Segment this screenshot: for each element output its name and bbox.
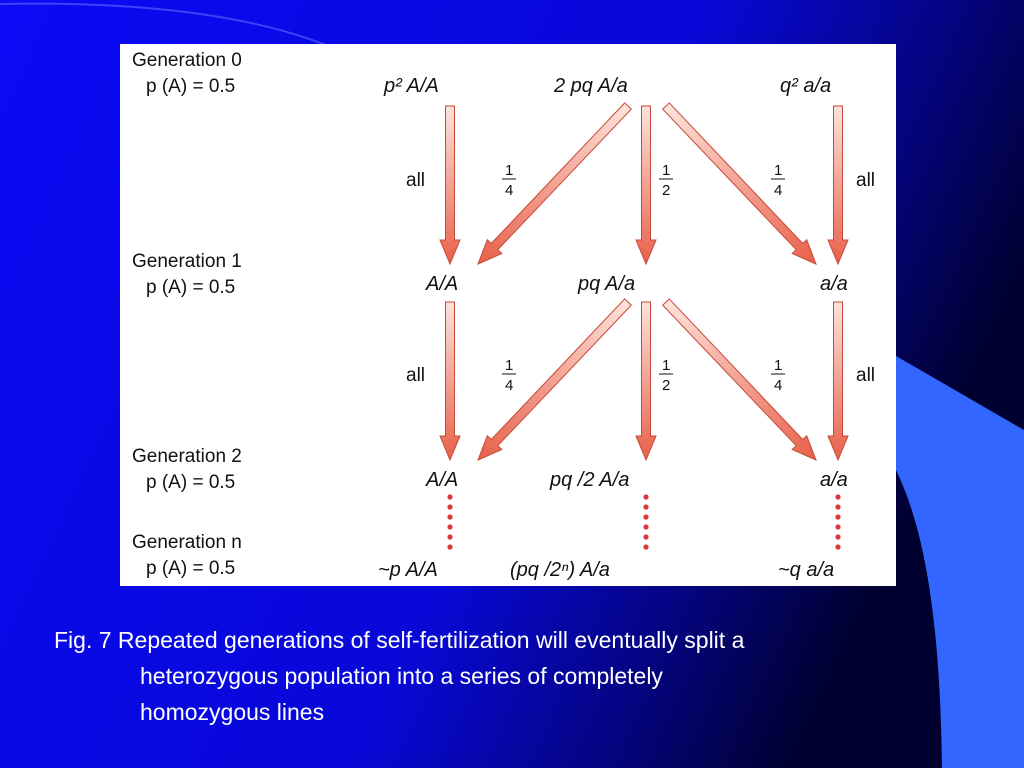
row0-mid-genotype: 2 pq A/a xyxy=(553,75,628,97)
half-den-2: 2 xyxy=(662,377,670,394)
generation-1-p: p (A) = 0.5 xyxy=(146,277,235,298)
row2-mid-genotype: pq /2 A/a xyxy=(549,469,629,491)
generation-2-title: Generation 2 xyxy=(132,446,242,467)
caption-line-3: homozygous lines xyxy=(140,699,325,725)
continuation-dot xyxy=(447,504,453,510)
arrow-left-all-2 xyxy=(439,301,461,462)
all-label-right-2: all xyxy=(856,365,875,386)
continuation-dots xyxy=(447,494,841,550)
quarter-den-right-2: 4 xyxy=(774,377,782,394)
row0-left-genotype: p² A/A xyxy=(383,75,439,97)
self-fertilization-diagram: Generation 0 p (A) = 0.5 Generation 1 p … xyxy=(132,50,875,581)
continuation-dot xyxy=(447,494,453,500)
arrow-mid-to-right-2 xyxy=(661,298,817,461)
continuation-dot xyxy=(643,534,649,540)
continuation-dot xyxy=(643,524,649,530)
continuation-dot xyxy=(447,534,453,540)
quarter-num-left-1: 1 xyxy=(505,162,513,179)
quarter-den-left-2: 4 xyxy=(505,377,513,394)
continuation-dot xyxy=(643,504,649,510)
continuation-dot xyxy=(447,544,453,550)
arrow-right-all-2 xyxy=(827,301,849,462)
row0-right-genotype: q² a/a xyxy=(780,75,831,97)
figure-caption: Fig. 7 Repeated generations of self-fert… xyxy=(54,622,974,730)
continuation-dot xyxy=(835,534,841,540)
route-labels-block-1: all 1 4 1 2 1 4 all xyxy=(406,162,875,199)
continuation-dot xyxy=(643,494,649,500)
quarter-den-right-1: 4 xyxy=(774,182,782,199)
half-num-1: 1 xyxy=(662,162,670,179)
generation-2-p: p (A) = 0.5 xyxy=(146,472,235,493)
continuation-dot xyxy=(835,504,841,510)
generation-n-p: p (A) = 0.5 xyxy=(146,558,235,579)
caption-line-1: Fig. 7 Repeated generations of self-fert… xyxy=(54,627,745,653)
quarter-num-right-2: 1 xyxy=(774,357,782,374)
row1-mid-genotype: pq A/a xyxy=(577,273,635,295)
arrow-mid-to-left-1 xyxy=(477,102,633,265)
row2-right-genotype: a/a xyxy=(820,469,848,491)
inheritance-arrows xyxy=(439,102,849,462)
all-label-left-1: all xyxy=(406,170,425,191)
half-num-2: 1 xyxy=(662,357,670,374)
generation-n-title: Generation n xyxy=(132,532,242,553)
quarter-den-left-1: 4 xyxy=(505,182,513,199)
quarter-num-right-1: 1 xyxy=(774,162,782,179)
arrow-left-all-1 xyxy=(439,105,461,266)
continuation-dot xyxy=(835,544,841,550)
row1-left-genotype: A/A xyxy=(425,273,458,295)
arrow-mid-down-1 xyxy=(635,105,657,266)
row2-left-genotype: A/A xyxy=(425,469,458,491)
half-den-1: 2 xyxy=(662,182,670,199)
arrow-mid-down-2 xyxy=(635,301,657,462)
continuation-dot xyxy=(835,494,841,500)
continuation-dot xyxy=(447,524,453,530)
continuation-dot xyxy=(447,514,453,520)
continuation-dot xyxy=(643,544,649,550)
genotype-rows: p² A/A 2 pq A/a q² a/a A/A pq A/a a/a A/… xyxy=(378,75,848,581)
rown-right-genotype: ~q a/a xyxy=(778,559,834,581)
continuation-dot xyxy=(643,514,649,520)
arrow-mid-to-left-2 xyxy=(477,298,633,461)
all-label-right-1: all xyxy=(856,170,875,191)
accent-shape xyxy=(896,356,1024,768)
generation-1-title: Generation 1 xyxy=(132,251,242,272)
figure-panel: Generation 0 p (A) = 0.5 Generation 1 p … xyxy=(120,44,896,586)
row1-right-genotype: a/a xyxy=(820,273,848,295)
generation-0-title: Generation 0 xyxy=(132,50,242,71)
caption-line-2: heterozygous population into a series of… xyxy=(140,663,663,689)
all-label-left-2: all xyxy=(406,365,425,386)
rown-mid-genotype: (pq /2ⁿ) A/a xyxy=(510,559,610,581)
arrow-right-all-1 xyxy=(827,105,849,266)
route-labels-block-2: all 1 4 1 2 1 4 all xyxy=(406,357,875,394)
continuation-dot xyxy=(835,514,841,520)
arrow-mid-to-right-1 xyxy=(661,102,817,265)
generation-labels: Generation 0 p (A) = 0.5 Generation 1 p … xyxy=(132,50,242,579)
quarter-num-left-2: 1 xyxy=(505,357,513,374)
rown-left-genotype: ~p A/A xyxy=(378,559,438,581)
continuation-dot xyxy=(835,524,841,530)
generation-0-p: p (A) = 0.5 xyxy=(146,76,235,97)
